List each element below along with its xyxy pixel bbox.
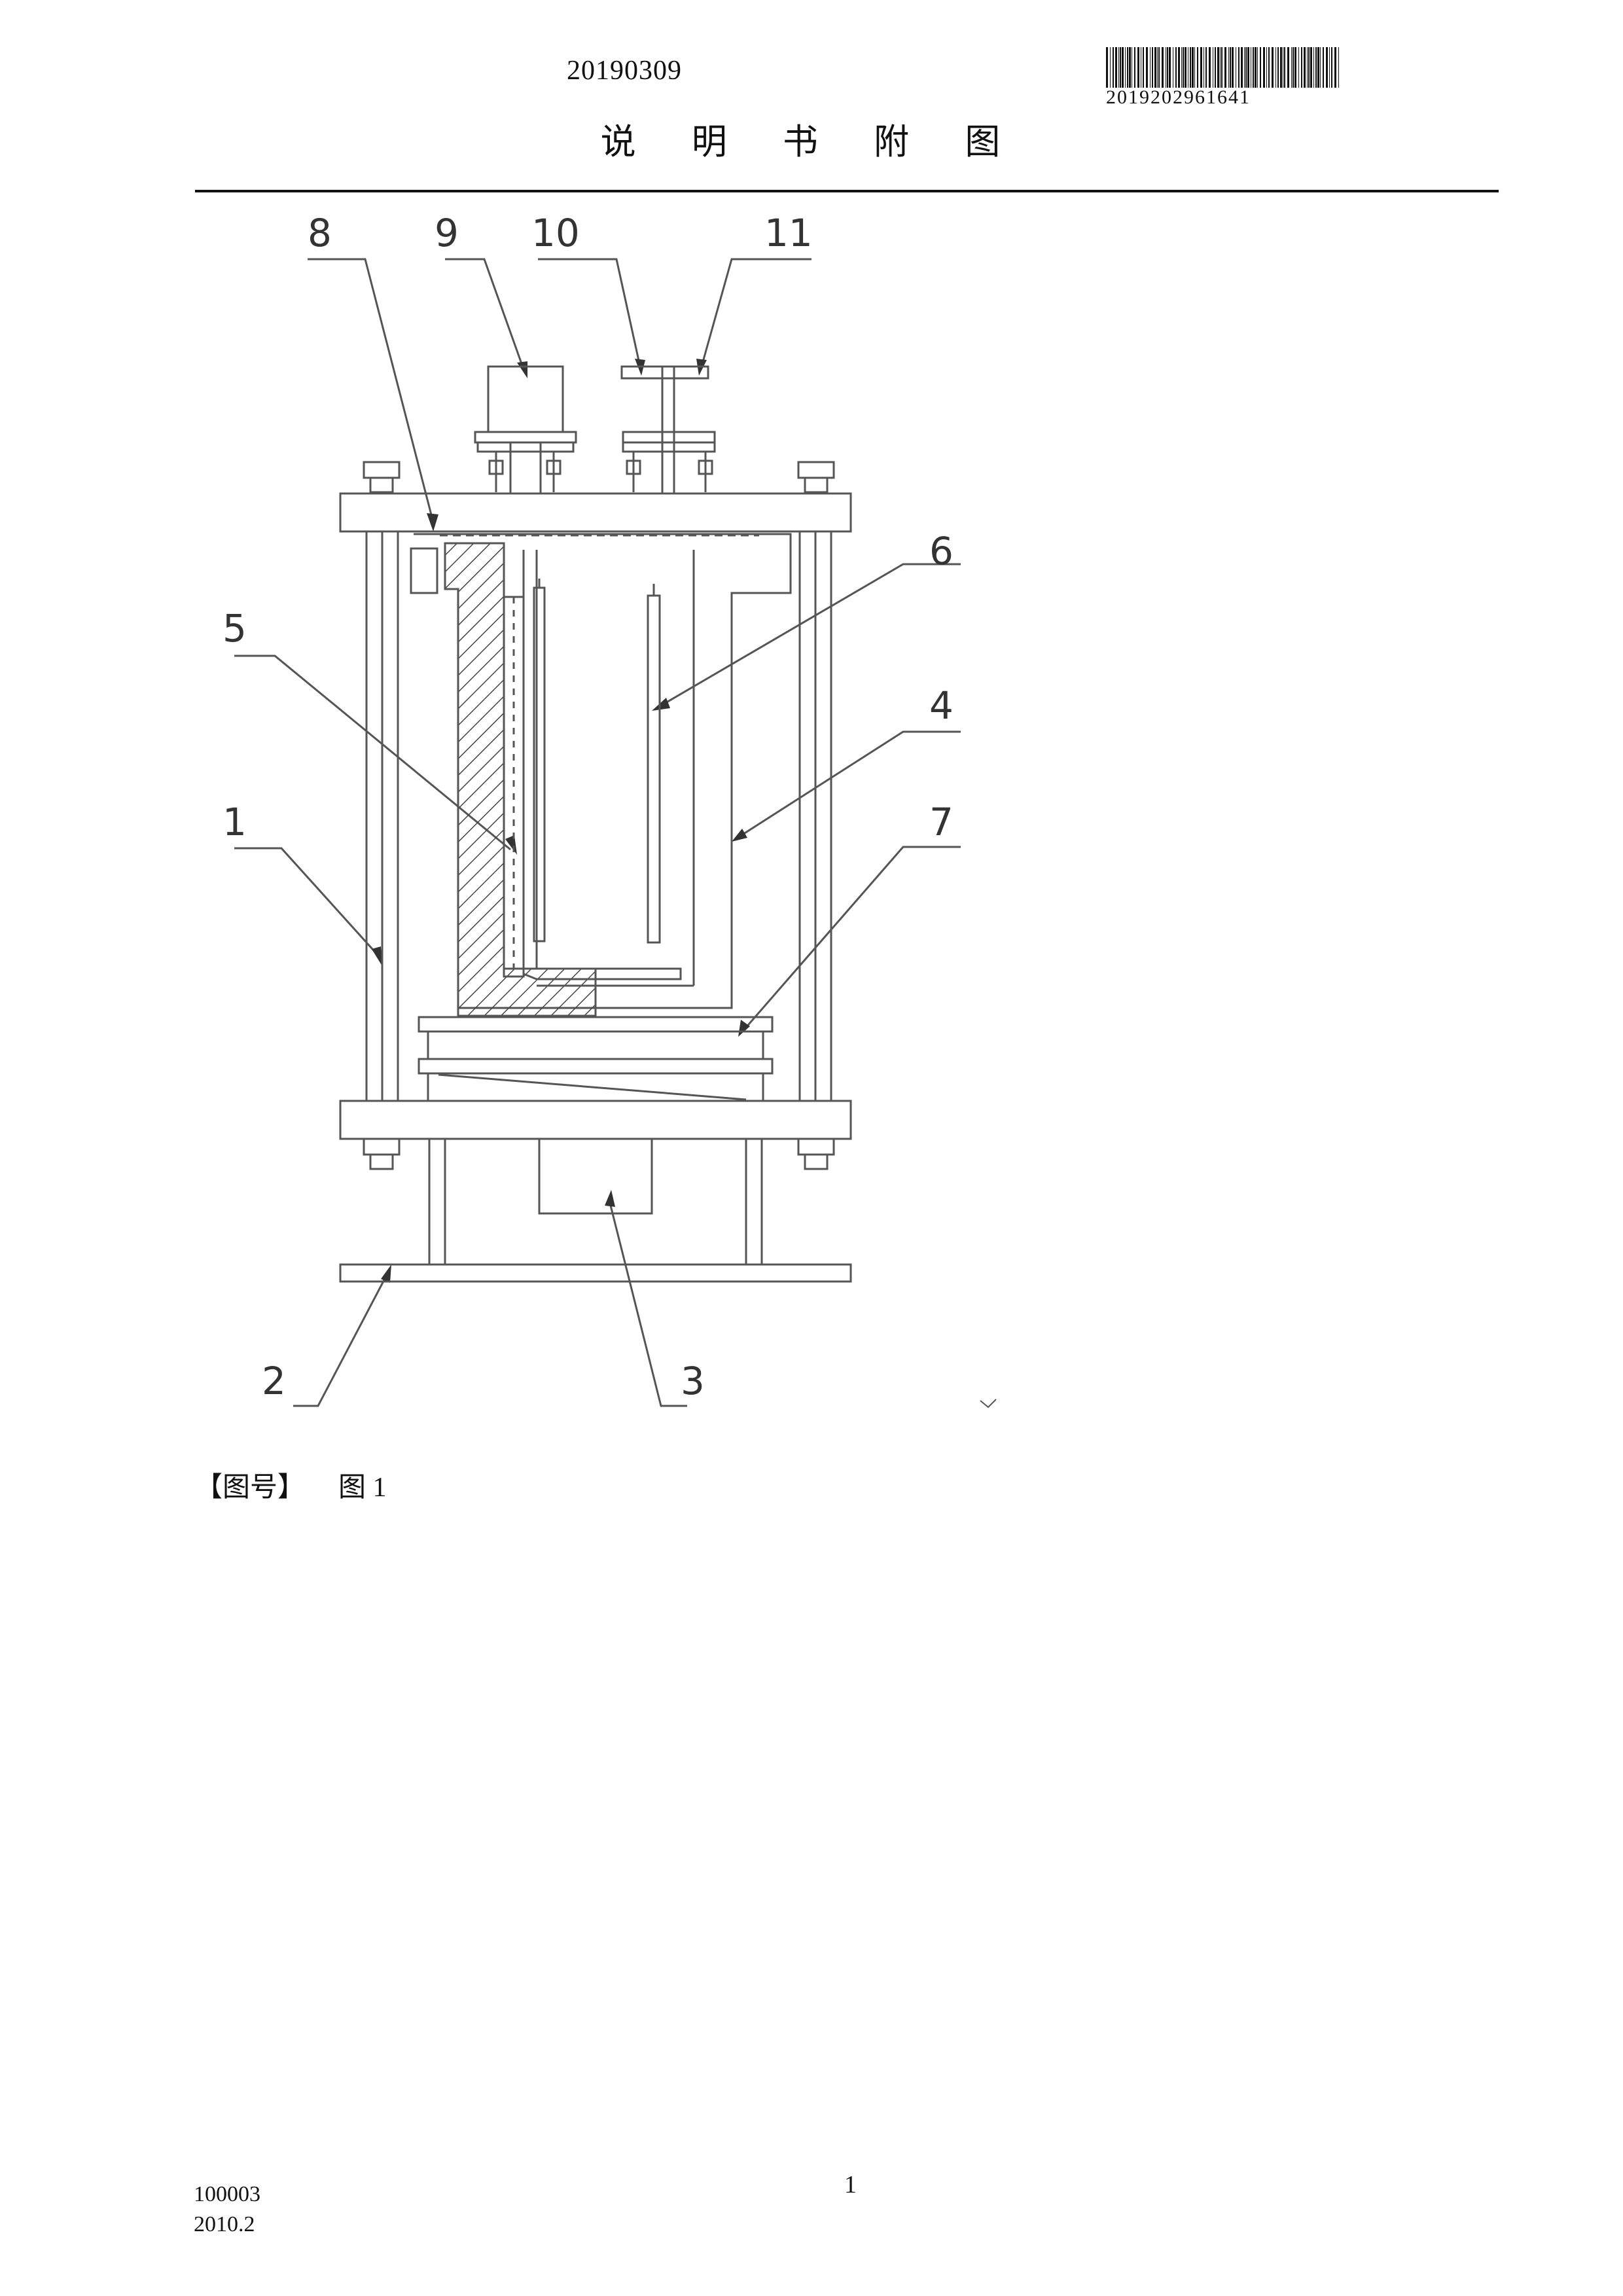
callout-1: 1: [223, 800, 247, 844]
callout-9: 9: [435, 211, 459, 255]
header-date: 20190309: [567, 56, 682, 86]
header-divider: [195, 190, 1499, 192]
support-plates: [418, 1016, 774, 1101]
lower-support: [428, 1138, 763, 1265]
top-instruments: [474, 365, 716, 493]
form-code: 100003 2010.2: [194, 2179, 260, 2240]
callout-8: 8: [308, 211, 332, 255]
callout-4: 4: [929, 683, 954, 728]
leader-lines: [234, 258, 961, 1407]
callout-3: 3: [681, 1359, 705, 1403]
outer-cylinder: [414, 533, 792, 1009]
callout-2: 2: [262, 1359, 286, 1403]
callout-6: 6: [929, 529, 954, 573]
form-code-date: 2010.2: [194, 2212, 255, 2236]
bolts: [363, 461, 835, 1170]
barcode-image: [1106, 47, 1339, 88]
top-plate: [339, 492, 852, 533]
insulation-wall: [444, 542, 597, 1017]
callout-11: 11: [764, 211, 813, 255]
figure-caption-value: 图 1: [338, 1473, 387, 1503]
callout-10: 10: [531, 211, 580, 255]
page-number: 1: [844, 2171, 857, 2198]
barcode-number: 2019202961641: [1106, 86, 1251, 108]
document-title: 说 明 书 附 图: [600, 121, 1023, 162]
figure-caption-label: 【图号】: [195, 1473, 306, 1503]
base-plate: [339, 1263, 852, 1283]
electrode-rods: [533, 579, 661, 944]
leader-arrowheads: [372, 359, 750, 1283]
lower-plate: [339, 1100, 852, 1140]
inner-vessel: [522, 550, 682, 980]
frame-rods: [365, 531, 832, 1101]
form-code-number: 100003: [194, 2182, 260, 2206]
callout-7: 7: [929, 800, 954, 844]
technical-drawing: 8 9 10 11 6 5 4 7 1 2 3: [223, 211, 997, 1408]
figure-caption: 【图号】 图 1: [195, 1465, 387, 1505]
callout-5: 5: [223, 606, 247, 651]
